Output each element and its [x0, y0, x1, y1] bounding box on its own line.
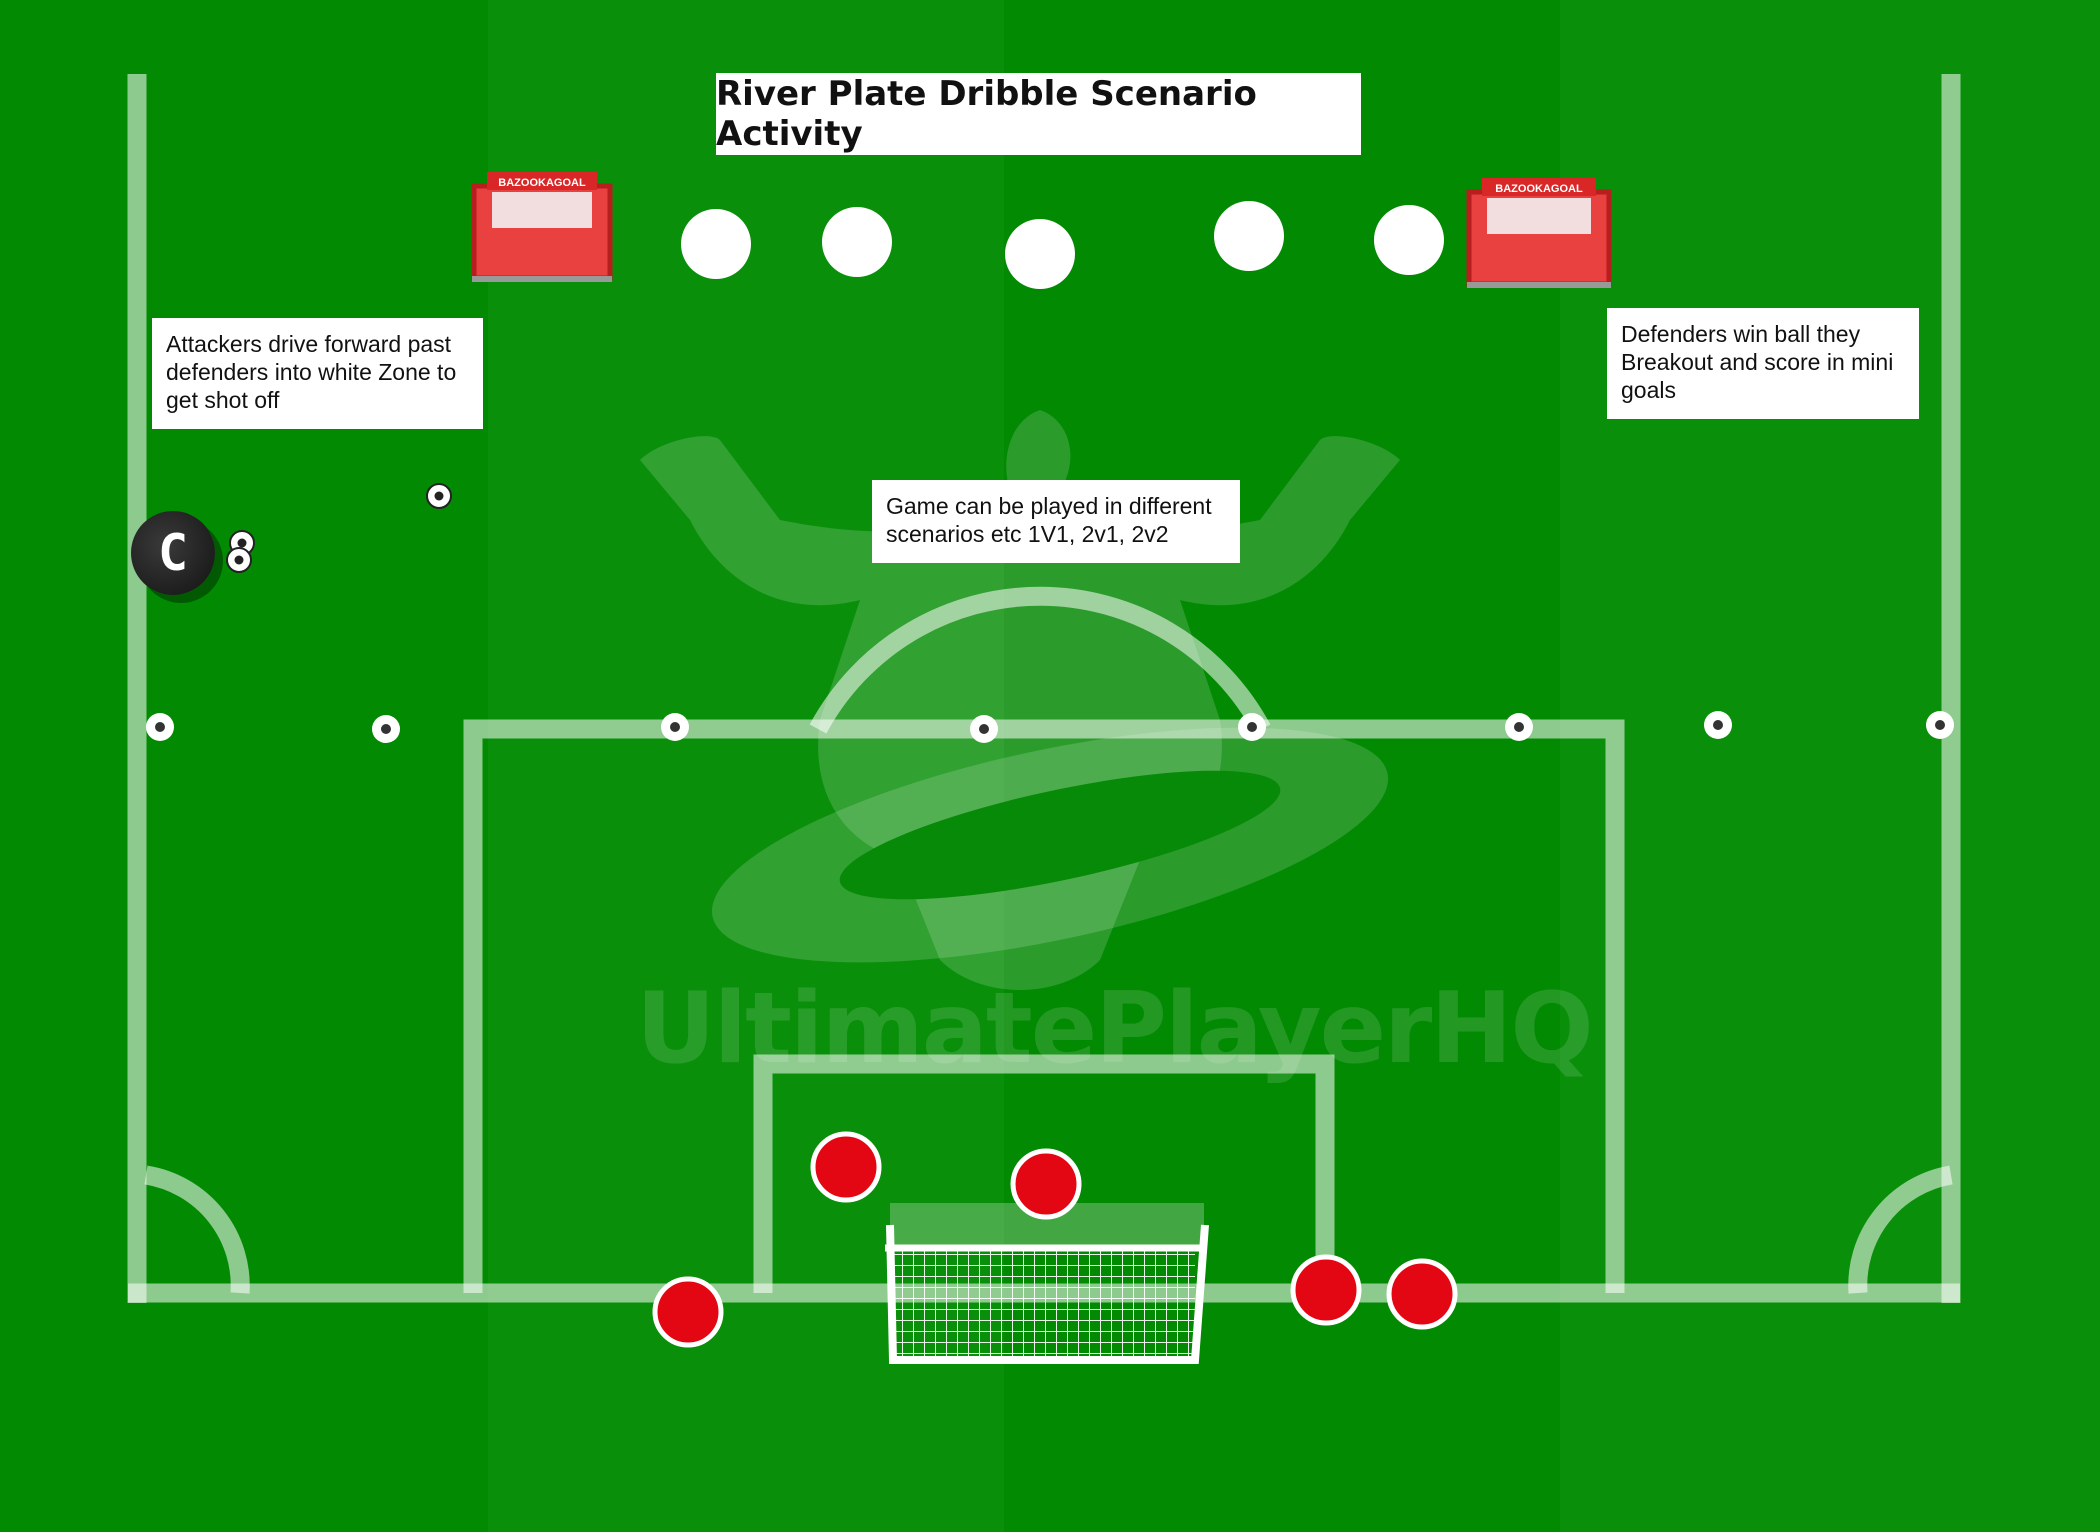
- red-player[interactable]: [652, 1276, 724, 1348]
- watermark-text: UltimatePlayerHQ: [636, 972, 1594, 1086]
- cones: [146, 711, 1954, 743]
- white-player[interactable]: [822, 207, 892, 277]
- mini-goal-left-brand: BAZOOKAGOAL: [498, 177, 586, 189]
- goal-shadow: [890, 1203, 1204, 1245]
- mini-goal-left-panel: [492, 192, 592, 228]
- note-defenders: Defenders win ball they Breakout and sco…: [1607, 308, 1919, 419]
- cone[interactable]: [661, 713, 689, 741]
- mini-goal-right-panel: [1487, 198, 1591, 234]
- white-player[interactable]: [1214, 201, 1284, 271]
- activity-title: River Plate Dribble Scenario Activity: [716, 73, 1361, 155]
- goal-frame: [886, 1224, 1209, 1364]
- balls: [226, 483, 452, 573]
- white-player[interactable]: [1005, 219, 1075, 289]
- cone[interactable]: [146, 713, 174, 741]
- mini-goal-right-brand: BAZOOKAGOAL: [1495, 183, 1583, 195]
- white-players: [681, 201, 1444, 289]
- cone[interactable]: [1704, 711, 1732, 739]
- mini-goal-right: [1466, 178, 1612, 288]
- red-players: [652, 1131, 1458, 1348]
- penalty-arc: [809, 586, 1271, 734]
- cone[interactable]: [1505, 713, 1533, 741]
- white-player[interactable]: [1374, 205, 1444, 275]
- red-player[interactable]: [1010, 1148, 1082, 1220]
- mini-goal-left-banner: [487, 172, 597, 190]
- white-player[interactable]: [681, 209, 751, 279]
- cone[interactable]: [1926, 711, 1954, 739]
- main-goal: [885, 1203, 1209, 1364]
- cone[interactable]: [1238, 713, 1266, 741]
- football-icon[interactable]: [426, 483, 452, 509]
- mini-goal-left: [471, 172, 613, 282]
- watermark-swoosh-hole: [839, 770, 1281, 900]
- mini-goal-right-banner: [1482, 178, 1596, 196]
- six-yard-box: [753, 1054, 1335, 1293]
- note-attackers: Attackers drive forward past defenders i…: [152, 318, 483, 429]
- football-icon[interactable]: [226, 547, 252, 573]
- right-corner-arc: [1848, 1165, 1953, 1294]
- left-corner-arc: [144, 1165, 250, 1294]
- coach-marker[interactable]: C: [131, 511, 215, 595]
- red-player[interactable]: [1290, 1254, 1362, 1326]
- red-player[interactable]: [810, 1131, 882, 1203]
- goal-net: [893, 1250, 1195, 1360]
- penalty-box: [463, 719, 1625, 1293]
- red-player[interactable]: [1386, 1258, 1458, 1330]
- cone[interactable]: [970, 715, 998, 743]
- cone[interactable]: [372, 715, 400, 743]
- note-scenarios: Game can be played in different scenario…: [872, 480, 1240, 563]
